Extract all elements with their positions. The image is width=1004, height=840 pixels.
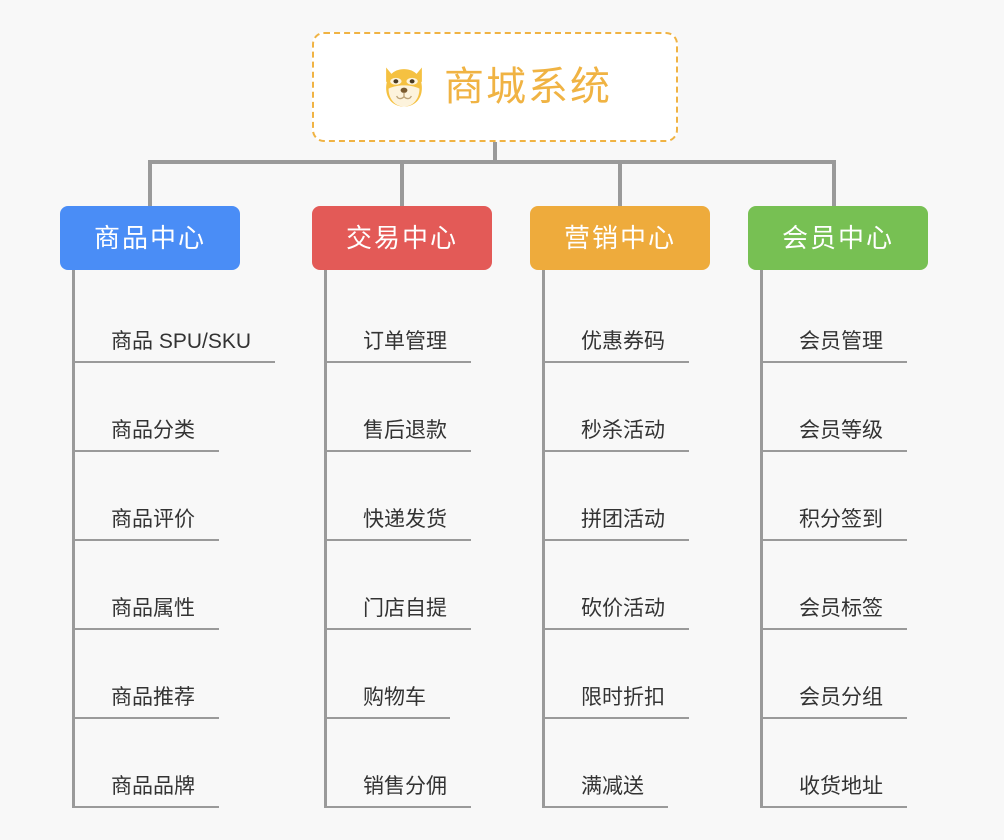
leaf-item-label: 商品评价: [75, 509, 219, 541]
branch-column-3: 营销中心优惠券码秒杀活动拼团活动砍价活动限时折扣满减送: [530, 206, 710, 808]
leaf-item[interactable]: 购物车: [327, 630, 492, 719]
root-node-shop-system[interactable]: 商城系统: [312, 32, 678, 142]
branch-header-4[interactable]: 会员中心: [748, 206, 928, 270]
leaf-item-label: 商品 SPU/SKU: [75, 331, 276, 363]
leaf-item-label: 订单管理: [327, 331, 471, 363]
leaf-item[interactable]: 商品分类: [75, 363, 240, 452]
branch-items-2: 订单管理售后退款快递发货门店自提购物车销售分佣: [324, 270, 492, 808]
connector-horizontal-bus: [148, 160, 836, 164]
leaf-item-label: 商品分类: [75, 420, 219, 452]
leaf-item[interactable]: 优惠券码: [545, 274, 710, 363]
leaf-item-label: 拼团活动: [545, 509, 689, 541]
leaf-item-label: 满减送: [545, 776, 668, 808]
leaf-item-label: 收货地址: [763, 776, 907, 808]
leaf-item[interactable]: 门店自提: [327, 541, 492, 630]
leaf-item-label: 会员分组: [763, 687, 907, 719]
leaf-item-label: 销售分佣: [327, 776, 471, 808]
leaf-item[interactable]: 销售分佣: [327, 719, 492, 808]
leaf-item[interactable]: 满减送: [545, 719, 710, 808]
leaf-item-label: 会员标签: [763, 598, 907, 630]
leaf-item-label: 会员管理: [763, 331, 907, 363]
branch-items-4: 会员管理会员等级积分签到会员标签会员分组收货地址: [760, 270, 928, 808]
leaf-item-label: 售后退款: [327, 420, 471, 452]
branch-header-3[interactable]: 营销中心: [530, 206, 710, 270]
branch-column-4: 会员中心会员管理会员等级积分签到会员标签会员分组收货地址: [748, 206, 928, 808]
leaf-item-label: 优惠券码: [545, 331, 689, 363]
leaf-item[interactable]: 商品推荐: [75, 630, 240, 719]
leaf-item-label: 商品品牌: [75, 776, 219, 808]
leaf-item[interactable]: 商品 SPU/SKU: [75, 274, 276, 363]
leaf-item[interactable]: 砍价活动: [545, 541, 710, 630]
connector-drop-4: [832, 160, 836, 208]
branch-title-label: 会员中心: [781, 223, 894, 253]
branch-column-2: 交易中心订单管理售后退款快递发货门店自提购物车销售分佣: [312, 206, 492, 808]
leaf-item-label: 积分签到: [763, 509, 907, 541]
leaf-item-label: 商品属性: [75, 598, 219, 630]
leaf-item-label: 商品推荐: [75, 687, 219, 719]
leaf-item[interactable]: 会员等级: [763, 363, 928, 452]
leaf-item-label: 秒杀活动: [545, 420, 689, 452]
leaf-item[interactable]: 限时折扣: [545, 630, 710, 719]
branch-header-2[interactable]: 交易中心: [312, 206, 492, 270]
leaf-item[interactable]: 商品品牌: [75, 719, 240, 808]
leaf-item[interactable]: 会员标签: [763, 541, 928, 630]
leaf-item-label: 购物车: [327, 687, 450, 719]
leaf-item[interactable]: 会员分组: [763, 630, 928, 719]
leaf-item[interactable]: 售后退款: [327, 363, 492, 452]
branch-items-3: 优惠券码秒杀活动拼团活动砍价活动限时折扣满减送: [542, 270, 710, 808]
connector-drop-1: [148, 160, 152, 208]
leaf-item[interactable]: 收货地址: [763, 719, 928, 808]
leaf-item[interactable]: 商品属性: [75, 541, 240, 630]
root-node-label: 商城系统: [444, 65, 612, 109]
leaf-item[interactable]: 商品评价: [75, 452, 240, 541]
leaf-item-label: 快递发货: [327, 509, 471, 541]
leaf-item-label: 会员等级: [763, 420, 907, 452]
connector-drop-3: [618, 160, 622, 208]
leaf-item[interactable]: 会员管理: [763, 274, 928, 363]
branch-header-1[interactable]: 商品中心: [60, 206, 240, 270]
branch-title-label: 营销中心: [563, 223, 676, 253]
leaf-item[interactable]: 拼团活动: [545, 452, 710, 541]
branch-title-label: 交易中心: [345, 223, 458, 253]
leaf-item-label: 门店自提: [327, 598, 471, 630]
branch-title-label: 商品中心: [93, 223, 206, 253]
leaf-item[interactable]: 订单管理: [327, 274, 492, 363]
leaf-item[interactable]: 积分签到: [763, 452, 928, 541]
leaf-item[interactable]: 快递发货: [327, 452, 492, 541]
leaf-item-label: 砍价活动: [545, 598, 689, 630]
leaf-item-label: 限时折扣: [545, 687, 689, 719]
leaf-item[interactable]: 秒杀活动: [545, 363, 710, 452]
branch-items-1: 商品 SPU/SKU 商品分类商品评价商品属性商品推荐商品品牌: [72, 270, 276, 808]
connector-root-stem: [493, 142, 497, 164]
branch-column-1: 商品中心商品 SPU/SKU 商品分类商品评价商品属性商品推荐商品品牌: [60, 206, 276, 808]
shiba-dog-face-icon: [386, 67, 422, 107]
connector-drop-2: [400, 160, 404, 208]
